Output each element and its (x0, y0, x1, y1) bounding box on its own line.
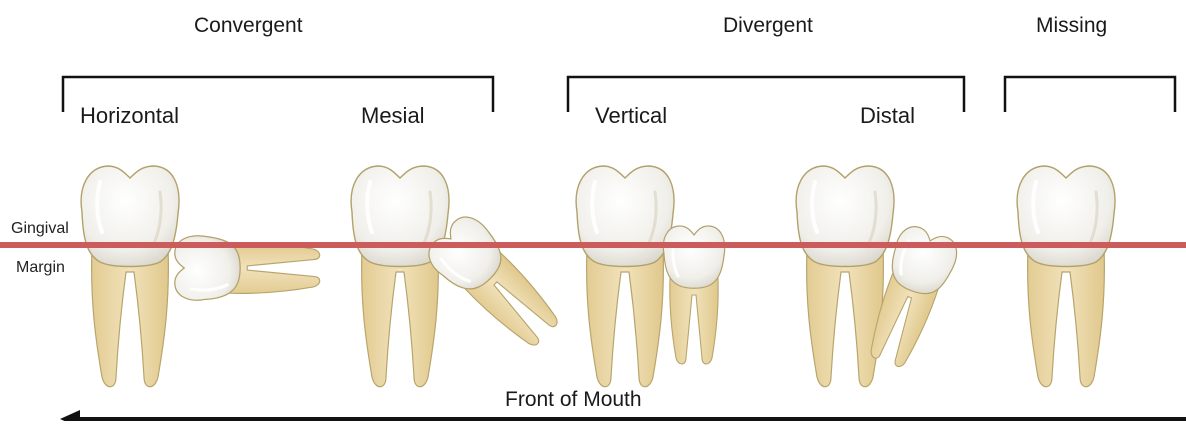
group-title-divergent: Divergent (723, 14, 813, 38)
group-title-missing: Missing (1036, 14, 1107, 38)
front-of-mouth-label: Front of Mouth (505, 388, 642, 412)
gingival-label: Gingival (11, 220, 69, 238)
subtype-label-horizontal: Horizontal (80, 103, 179, 129)
molar-mesial (351, 166, 449, 387)
gingival-margin-line (0, 242, 1186, 248)
bracket-missing (1005, 77, 1175, 112)
molar-vertical (576, 166, 674, 387)
group-title-convergent: Convergent (194, 14, 303, 38)
subtype-label-vertical: Vertical (595, 103, 667, 129)
subtype-label-distal: Distal (860, 103, 915, 129)
molar-missing (1017, 166, 1115, 387)
molar-horizontal (81, 166, 179, 387)
subtype-label-mesial: Mesial (361, 103, 425, 129)
margin-label: Margin (16, 259, 65, 277)
